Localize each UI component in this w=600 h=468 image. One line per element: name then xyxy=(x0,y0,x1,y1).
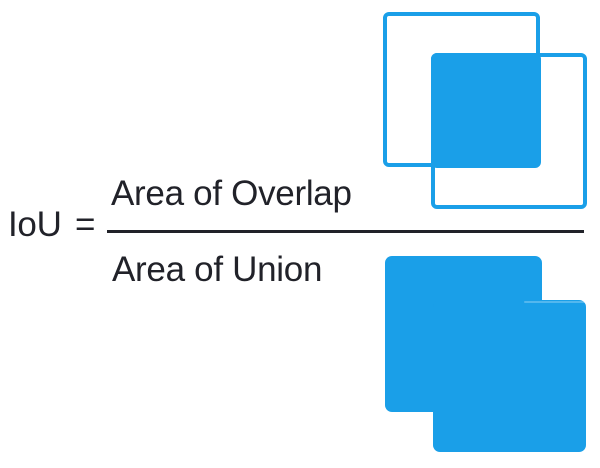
overlap-fill-rect xyxy=(431,53,541,168)
fraction-bar xyxy=(107,230,584,233)
denominator-label: Area of Union xyxy=(112,250,323,289)
union-box-b-fill xyxy=(433,300,586,452)
iou-equals-label: IoU = xyxy=(8,205,96,244)
union-seam-line xyxy=(524,301,585,303)
numerator-label: Area of Overlap xyxy=(111,174,352,213)
